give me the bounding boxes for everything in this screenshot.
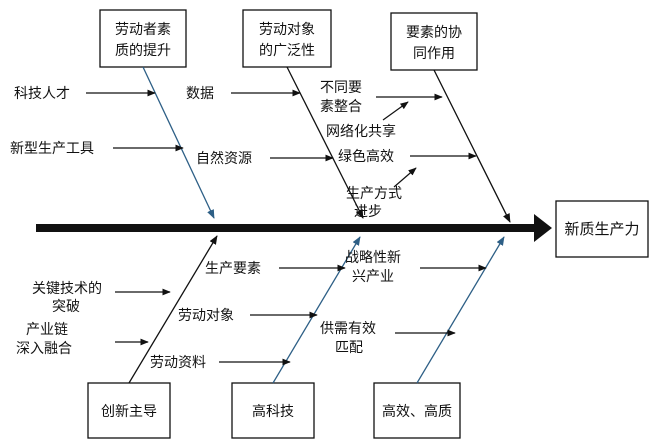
bottom-category-box-2: 高科技 <box>231 382 315 439</box>
top-category-3-line-1: 要素的协 <box>406 25 462 41</box>
cause-shuju: 数据 <box>186 86 214 102</box>
arrow-wangluohua <box>382 101 409 121</box>
cause-gongxu-youxiao-line-1: 供需有效 <box>320 321 376 337</box>
cause-zhanlue-xinxing-line-2: 兴产业 <box>352 269 394 285</box>
cause-butong-yaosu-line-2: 素整合 <box>320 99 362 115</box>
top-category-1-line-2: 质的提升 <box>115 43 171 59</box>
cause-ziran-ziyuan: 自然资源 <box>196 150 252 167</box>
bottom-category-box-3: 高效、高质 <box>373 382 461 439</box>
cause-gongxu-youxiao-line-2: 匹配 <box>335 340 363 356</box>
top-category-box-3: 要素的协 同作用 <box>390 12 478 71</box>
cause-chanyelian-line-1: 产业链 <box>26 322 68 338</box>
head-label: 新质生产力 <box>564 220 639 238</box>
cause-laodong-duixiang: 劳动对象 <box>178 308 234 324</box>
head-box: 新质生产力 <box>555 200 649 258</box>
cause-lvse-gaoxiao: 绿色高效 <box>338 148 394 165</box>
bottom-category-1-label: 创新主导 <box>101 404 157 420</box>
top-category-3-line-2: 同作用 <box>413 46 455 62</box>
cause-keji-rencai: 科技人才 <box>14 86 70 102</box>
cause-wangluohua: 网络化共享 <box>326 123 396 140</box>
arrow-shengchan-fangshi <box>393 167 417 188</box>
cause-chanyelian-line-2: 深入融合 <box>16 341 72 357</box>
spine-arrowhead <box>534 214 552 242</box>
bottom-bone-1 <box>128 235 218 384</box>
cause-shengchan-fangshi-line-1: 生产方式 <box>346 186 402 202</box>
top-category-1-line-1: 劳动者素 <box>115 22 171 38</box>
top-category-2-line-2: 的广泛性 <box>259 43 315 59</box>
top-category-box-2: 劳动对象 的广泛性 <box>242 9 332 68</box>
cause-shengchan-yaosu: 生产要素 <box>205 261 261 277</box>
cause-guanjian-jishu-line-1: 关键技术的 <box>32 281 102 297</box>
bottom-category-2-label: 高科技 <box>252 403 294 420</box>
top-bone-3 <box>433 69 511 223</box>
cause-shengchan-fangshi-line-2: 进步 <box>354 204 382 220</box>
cause-zhanlue-xinxing-line-1: 战略性新 <box>345 250 401 266</box>
top-category-box-1: 劳动者素 质的提升 <box>99 9 187 68</box>
cause-xinxing-gongju: 新型生产工具 <box>10 141 94 157</box>
cause-laodong-ziliao: 劳动资料 <box>150 355 206 371</box>
bottom-bone-3 <box>416 236 505 384</box>
cause-guanjian-jishu-line-2: 突破 <box>52 299 80 315</box>
bottom-category-3-label: 高效、高质 <box>382 403 452 420</box>
cause-butong-yaosu-line-1: 不同要 <box>320 80 362 96</box>
bottom-category-box-1: 创新主导 <box>87 382 171 439</box>
top-category-2-line-1: 劳动对象 <box>259 22 315 38</box>
